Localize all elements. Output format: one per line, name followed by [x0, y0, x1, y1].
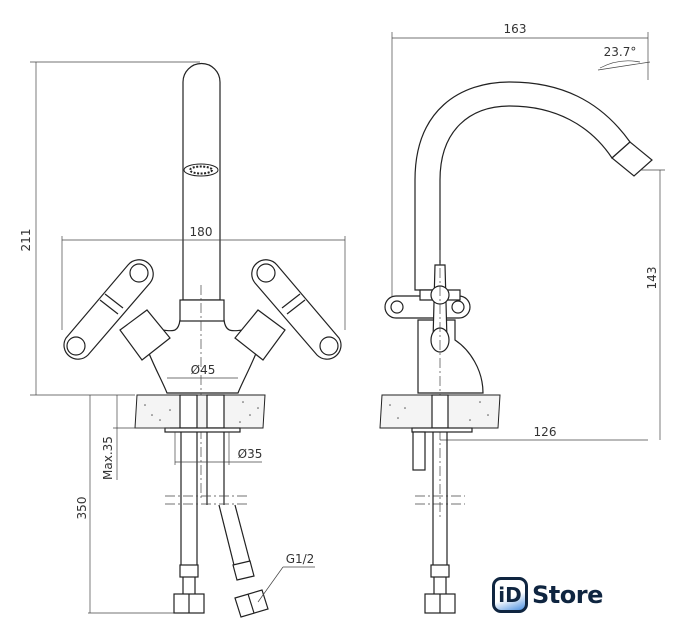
dim-label-d45: Ø45	[191, 363, 216, 377]
logo-mark: iD	[492, 577, 528, 613]
dimension-143: 143	[640, 169, 665, 440]
dimension-max35: Max.35	[101, 395, 170, 480]
front-countertop	[134, 394, 266, 429]
mounting-stud	[412, 431, 426, 471]
front-body	[139, 319, 266, 394]
dim-label-350: 350	[75, 497, 89, 520]
dim-label-angle: 23.7°	[604, 45, 637, 59]
dim-label-126: 126	[534, 425, 557, 439]
dim-label-163: 163	[504, 22, 527, 36]
front-spout	[182, 62, 221, 301]
right-cartridge	[234, 309, 286, 361]
side-body	[417, 319, 484, 394]
dimension-180: 180	[61, 225, 346, 330]
dimension-d35: Ø35	[174, 432, 263, 465]
dimension-350: 350	[75, 395, 180, 614]
left-handle[interactable]	[63, 259, 154, 360]
spout-nut	[179, 299, 225, 322]
logo-text: Store	[532, 581, 603, 609]
thread-label: G1/2	[286, 552, 315, 566]
dimension-d45: Ø45	[167, 363, 238, 379]
side-view: 163 23.7° 143	[379, 22, 665, 614]
side-aerator	[611, 141, 653, 177]
dim-label-211: 211	[19, 229, 33, 252]
dimension-211: 211	[19, 61, 200, 395]
right-handle[interactable]	[251, 259, 342, 360]
dim-label-max35: Max.35	[101, 436, 115, 480]
idstore-logo: iD Store	[492, 577, 603, 613]
thread-callout: G1/2	[257, 552, 315, 603]
side-spout	[414, 81, 631, 291]
left-hose	[173, 505, 205, 614]
dim-label-143: 143	[645, 267, 659, 290]
front-view: 211 180	[19, 61, 346, 618]
dim-label-180: 180	[190, 225, 213, 239]
right-hose	[218, 504, 269, 618]
dimension-163: 163	[391, 22, 649, 300]
left-cartridge	[119, 309, 171, 361]
dimension-angle: 23.7°	[597, 45, 651, 71]
side-hose	[424, 432, 456, 614]
dimension-126: 126	[440, 425, 648, 441]
dim-label-d35: Ø35	[238, 447, 263, 461]
